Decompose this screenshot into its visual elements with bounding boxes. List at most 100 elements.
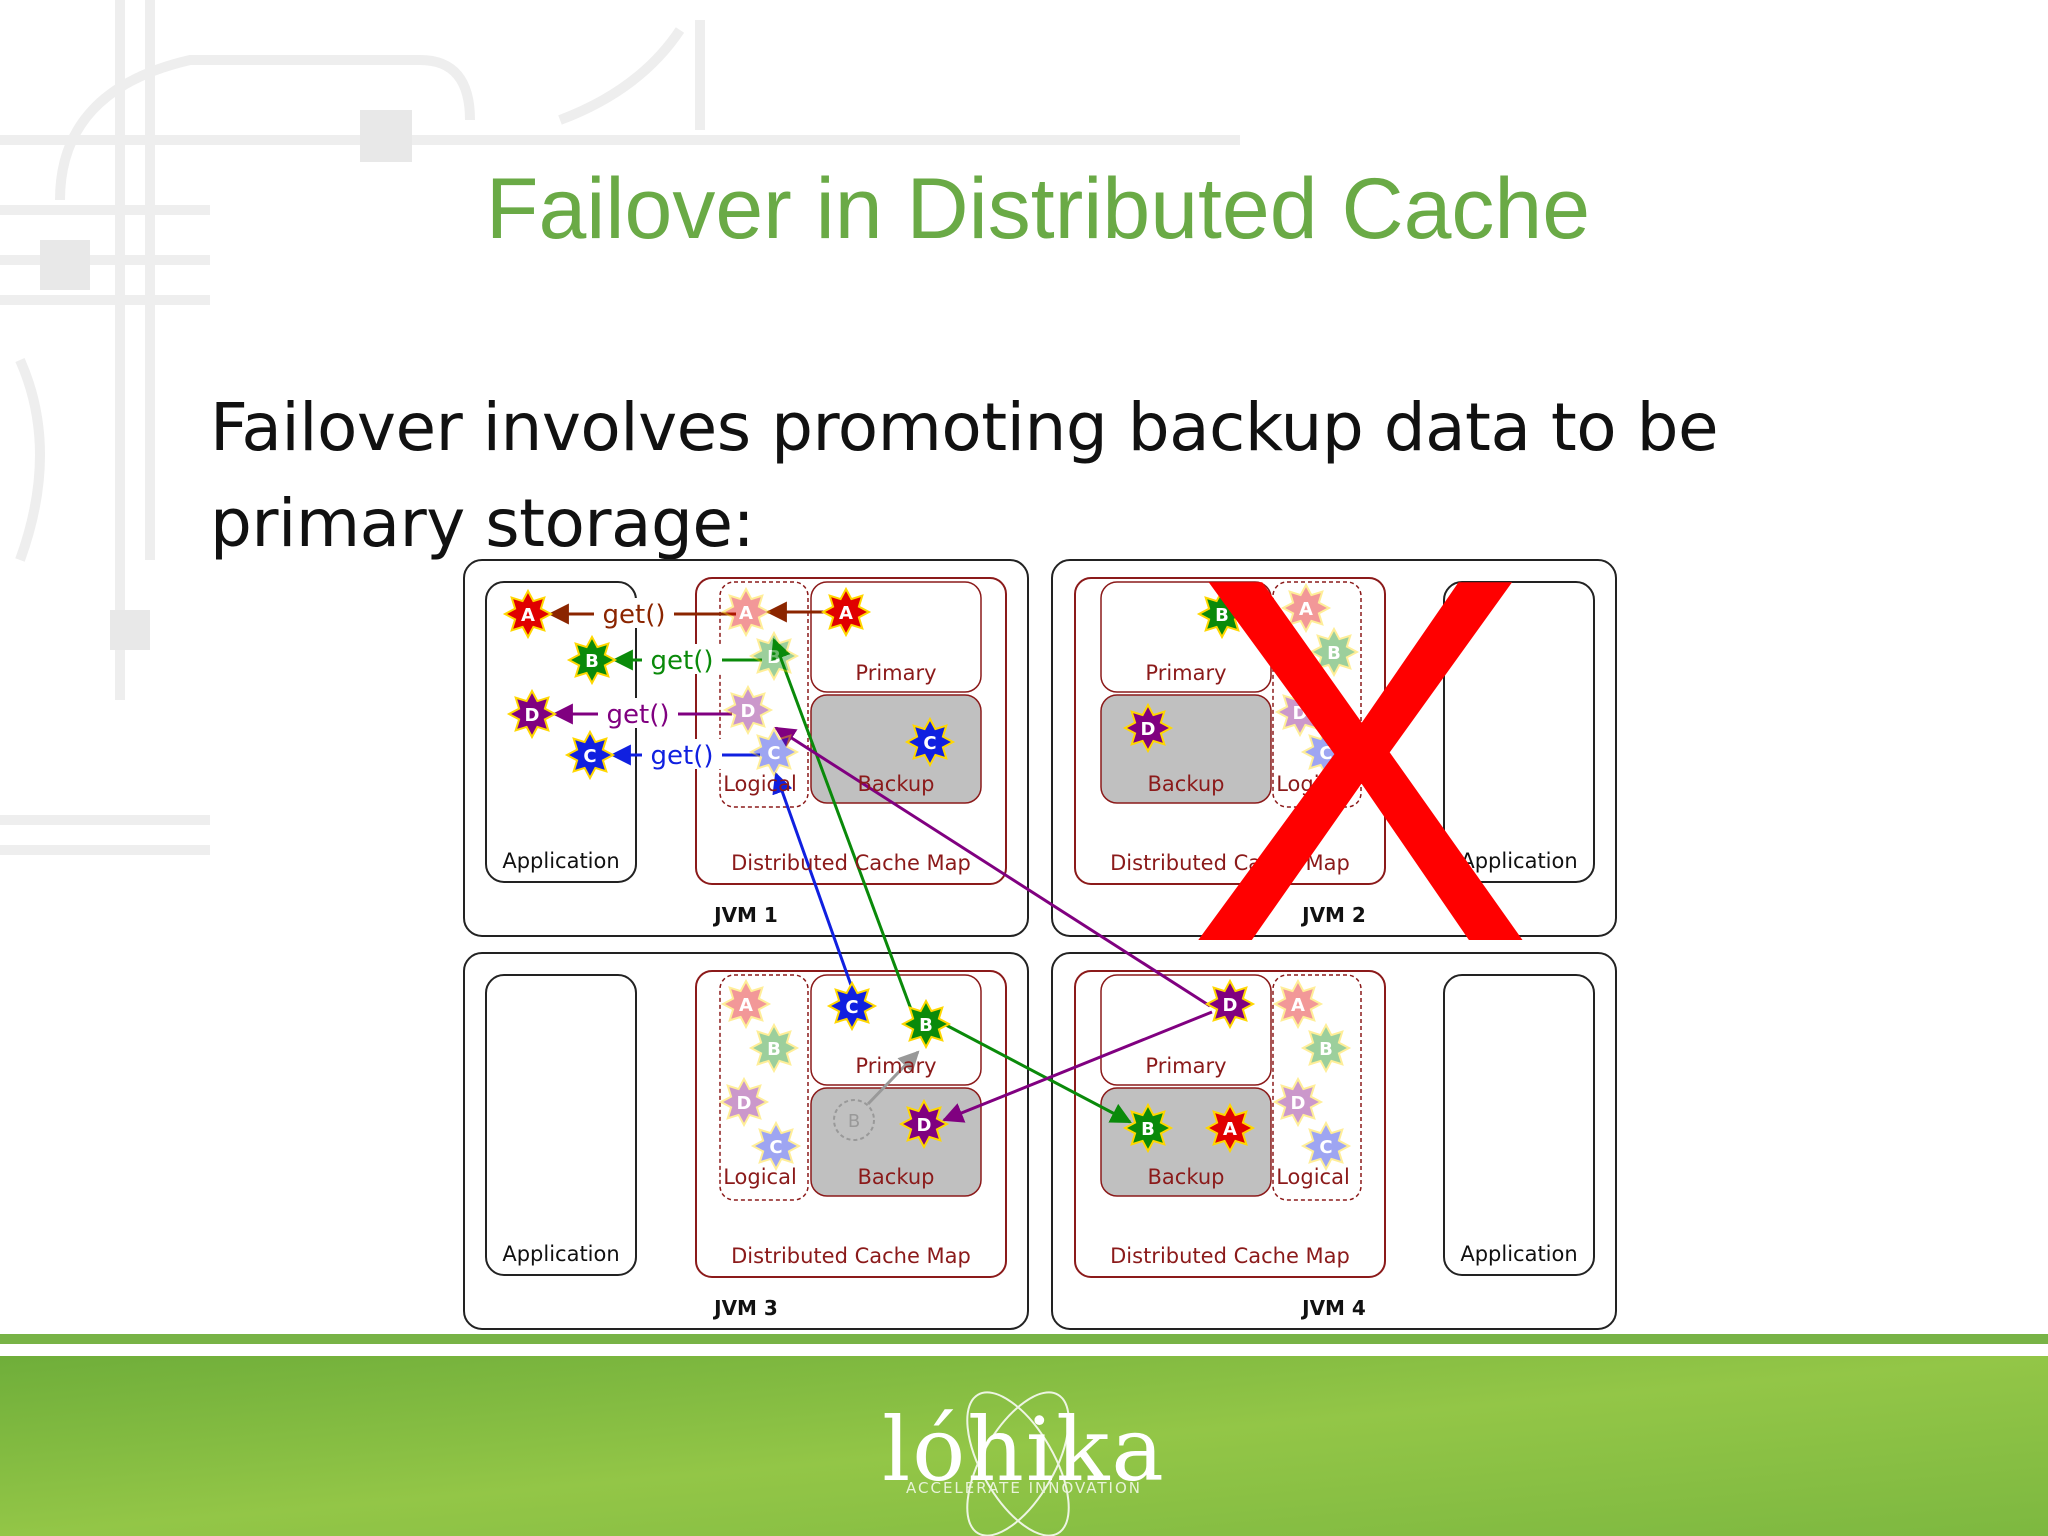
node-C-letter-15: C [1319,743,1332,764]
jvm-3-application-box [485,974,637,1276]
get-label-A: get() [603,600,666,630]
node-D-shape-22 [898,1098,950,1150]
node-C-letter-3: C [583,746,596,767]
jvm-1-primary-label: Primary [855,661,936,685]
jvm-2-logical-label: Logical [1276,772,1350,796]
node-A-letter-16: A [739,995,753,1016]
node-B-letter-21: B [919,1015,933,1036]
jvm-3-logical-label: Logical [723,1165,797,1189]
node-B-shape-1 [566,634,618,686]
get-label-bg-B [642,644,722,674]
node-D-shape-23 [1204,978,1256,1030]
node-C-20: C [826,980,878,1032]
node-D-22: D [898,1098,950,1150]
node-A-letter-8: A [839,603,853,624]
jvm-2-application-label: Application [1460,849,1577,873]
node-A-shape-26 [1272,978,1324,1030]
node-B-ghost-letter: B [848,1111,860,1132]
jvm-4-application-label: Application [1460,1242,1577,1266]
slide-body-line-2: primary storage: [210,485,755,562]
jvm-2-primary-label: Primary [1145,661,1226,685]
jvm-2-label: JVM 2 [1300,903,1366,927]
node-D-6: D [722,684,774,736]
node-D-shape-18 [718,1076,770,1128]
jvm-3-label: JVM 3 [712,1296,778,1320]
node-B-17: B [748,1022,800,1074]
node-C-15: C [1300,726,1352,778]
node-B-ghost: B [833,1099,875,1141]
node-B-5: B [748,630,800,682]
jvm-1-cache-map-label: Distributed Cache Map [731,851,971,875]
node-B-shape-5 [748,630,800,682]
node-B-shape-17 [748,1022,800,1074]
node-B-24: B [1122,1102,1174,1154]
jvm-4-logical-box [1272,974,1362,1201]
slide-body: Failover involves promoting backup data … [210,380,1830,572]
jvm-3-application-label: Application [502,1242,619,1266]
node-A-25: A [1204,1102,1256,1154]
get-label-D: get() [607,700,670,730]
jvm-3-cache-map-label: Distributed Cache Map [731,1244,971,1268]
node-C-letter-29: C [1319,1137,1332,1158]
jvm-1-application-label: Application [502,849,619,873]
node-C-shape-15 [1300,726,1352,778]
jvm-3-logical-box [719,974,809,1201]
node-A-shape-25 [1204,1102,1256,1154]
get-label-bg-A [594,598,674,628]
jvm-1-backup-label: Backup [858,772,935,796]
node-D-shape-28 [1272,1076,1324,1128]
get-label-bg-D [598,698,678,728]
jvm-2-failed-marker: X [1187,470,1534,1051]
node-D-2: D [506,688,558,740]
node-C-shape-9 [904,716,956,768]
jvm-4-logical-label: Logical [1276,1165,1350,1189]
node-C-19: C [750,1120,802,1172]
jvm-2-backup-label: Backup [1148,772,1225,796]
node-B-shape-21 [900,998,952,1050]
node-D-letter-11: D [1141,719,1156,740]
node-C-9: C [904,716,956,768]
node-C-29: C [1300,1120,1352,1172]
node-A-letter-25: A [1223,1119,1237,1140]
node-B-shape-10 [1196,588,1248,640]
node-C-shape-29 [1300,1120,1352,1172]
node-A-shape-16 [720,978,772,1030]
arrow-B-jvm3-to-jvm4 [943,1022,1132,1124]
node-B-21: B [900,998,952,1050]
jvm-1-label: JVM 1 [712,903,778,927]
get-label-bg-C [642,739,722,769]
footer-band [0,1334,2048,1536]
node-A-16: A [720,978,772,1030]
node-C-letter-9: C [923,733,936,754]
node-B-ghost-shape [833,1099,875,1141]
node-C-letter-7: C [767,743,780,764]
node-C-letter-20: C [845,997,858,1018]
arrow-C-jvm3-to-jvm1 [772,772,854,989]
node-A-shape-12 [1280,582,1332,634]
node-A-shape-0 [502,588,554,640]
jvm-4-application-box [1443,974,1595,1276]
get-label-B: get() [651,646,714,676]
node-D-23: D [1204,978,1256,1030]
jvm-2-application-box [1443,581,1595,883]
node-A-letter-26: A [1291,995,1305,1016]
node-D-letter-23: D [1223,995,1238,1016]
node-D-shape-11 [1122,702,1174,754]
node-A-shape-8 [820,586,872,638]
node-D-28: D [1272,1076,1324,1128]
node-A-8: A [820,586,872,638]
node-C-shape-7 [748,726,800,778]
node-B-shape-27 [1300,1022,1352,1074]
slide-body-line-1: Failover involves promoting backup data … [210,389,1719,466]
node-C-7: C [748,726,800,778]
node-C-shape-20 [826,980,878,1032]
arrow-B-ghost-promote [866,1050,920,1106]
node-B-27: B [1300,1022,1352,1074]
node-D-14: D [1274,686,1326,738]
jvm-4-label: JVM 4 [1300,1296,1366,1320]
node-D-letter-18: D [737,1093,752,1114]
node-A-4: A [720,586,772,638]
jvm-3-backup-label: Backup [858,1165,935,1189]
node-B-letter-5: B [767,647,781,668]
